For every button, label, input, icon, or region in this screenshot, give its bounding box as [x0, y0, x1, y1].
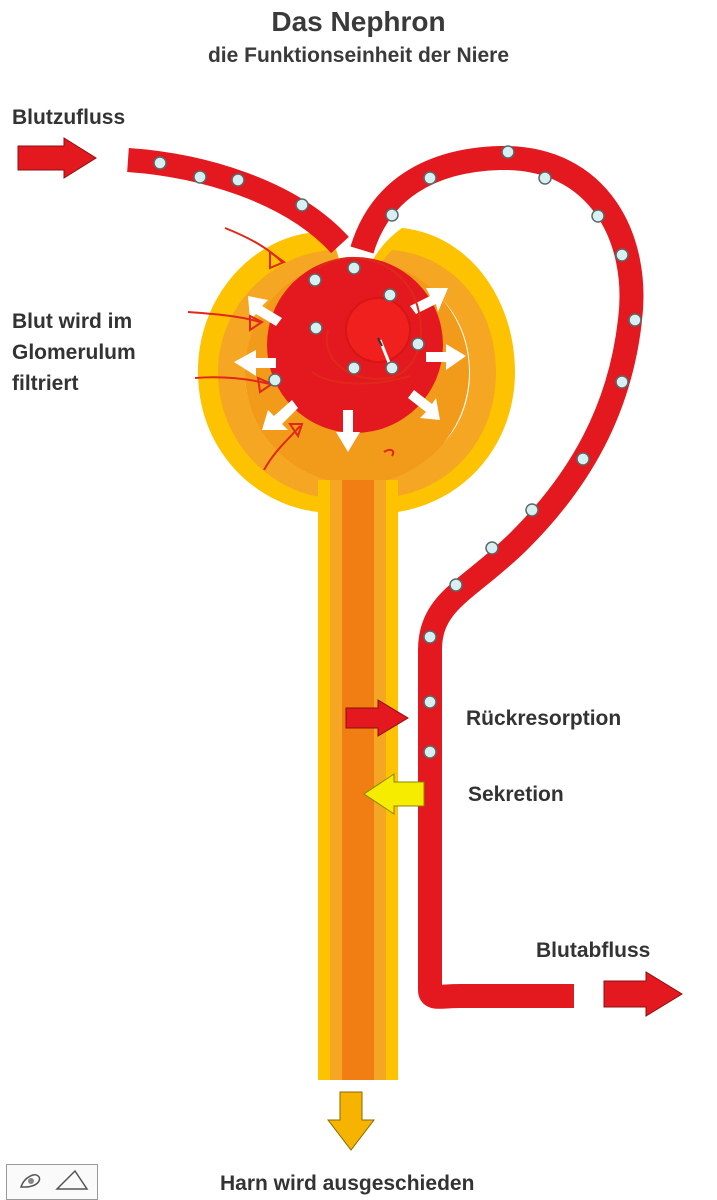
- filtration-arrow: [408, 390, 440, 420]
- filtration-arrows: [234, 288, 466, 452]
- arrow-right-icon: [603, 971, 683, 1017]
- filtration-arrow: [410, 288, 448, 314]
- blood-cell-dot: [385, 361, 399, 375]
- pen-tool-icon[interactable]: [15, 1167, 49, 1198]
- blood-cell-dot: [423, 695, 437, 709]
- blood-cell-dot: [347, 261, 361, 275]
- blood-cell-dot: [628, 313, 642, 327]
- filtration-label-line1: Blut wird im: [12, 310, 133, 333]
- blood-cell-dot: [231, 173, 245, 187]
- arrow-left-icon: [363, 773, 425, 815]
- reabsorption-label: Rückresorption: [466, 707, 622, 730]
- blood-cell-dot: [385, 208, 399, 222]
- blood-cell-dot: [615, 248, 629, 262]
- annotation-stroke: [263, 425, 301, 471]
- blood-outflow-label: Blutabfluss: [536, 939, 651, 962]
- blood-cell-dot: [501, 145, 515, 159]
- annotation-arrowhead: [256, 376, 275, 394]
- blood-cell-dot: [576, 452, 590, 466]
- annotation-scribble: [311, 371, 411, 385]
- annotation-arrowhead: [249, 314, 264, 332]
- blood-cell-dot: [449, 578, 463, 592]
- arrow-right-icon: [17, 137, 97, 179]
- blood-cell-dot: [268, 373, 282, 387]
- tubule-lumen: [342, 480, 374, 1080]
- blood-cell-dot: [485, 541, 499, 555]
- blood-cell-dot: [615, 375, 629, 389]
- filtration-arrow: [262, 400, 298, 430]
- blood-cell-dot: [591, 209, 605, 223]
- blood-inflow-label: Blutzufluss: [12, 106, 126, 129]
- blood-cell-dot: [383, 288, 397, 302]
- filtration-label-line2: Glomerulum: [12, 341, 136, 364]
- urine-label: Harn wird ausgeschieden: [220, 1172, 475, 1195]
- tubule: [318, 480, 398, 1080]
- blood-cell-dot: [193, 170, 207, 184]
- filtration-arrow: [336, 410, 360, 452]
- glomerulus: [267, 257, 443, 433]
- blood-cells: [153, 145, 642, 759]
- blood-cell-dot: [525, 503, 539, 517]
- blood-cell-dot: [411, 337, 425, 351]
- filtration-label-line3: filtriert: [12, 372, 79, 395]
- annotation-scribble: [383, 448, 395, 457]
- blood-cell-dot: [423, 745, 437, 759]
- blood-cell-dot: [308, 273, 322, 287]
- annotation-stroke: [187, 311, 261, 323]
- blood-cell-dot: [295, 198, 309, 212]
- arrow-down-icon: [326, 1091, 376, 1151]
- arrow-right-icon: [345, 699, 409, 737]
- blood-cell-dot: [309, 321, 323, 335]
- blood-cell-dot: [423, 171, 437, 185]
- blood-cell-dot: [347, 361, 361, 375]
- filtration-arrow: [426, 344, 466, 370]
- page-title: Das Nephron: [271, 6, 446, 37]
- secretion-label: Sekretion: [468, 783, 564, 806]
- filtration-arrow: [234, 350, 276, 376]
- annotation-stroke: [194, 376, 271, 385]
- triangle-ruler-icon[interactable]: [53, 1167, 91, 1198]
- glomerulus-core: [345, 297, 411, 363]
- blood-cell-dot: [153, 156, 167, 170]
- drawing-toolbar[interactable]: [6, 1164, 98, 1200]
- efferent-vessel: [350, 145, 644, 1009]
- filtration-arrow: [248, 296, 282, 326]
- blood-cell-dot: [423, 630, 437, 644]
- pointer-tip: [377, 337, 383, 347]
- blood-cell-dot: [538, 171, 552, 185]
- annotation-arrowhead: [269, 250, 287, 270]
- page-subtitle: die Funktionseinheit der Niere: [207, 44, 510, 67]
- annotation-arrowhead: [288, 423, 304, 439]
